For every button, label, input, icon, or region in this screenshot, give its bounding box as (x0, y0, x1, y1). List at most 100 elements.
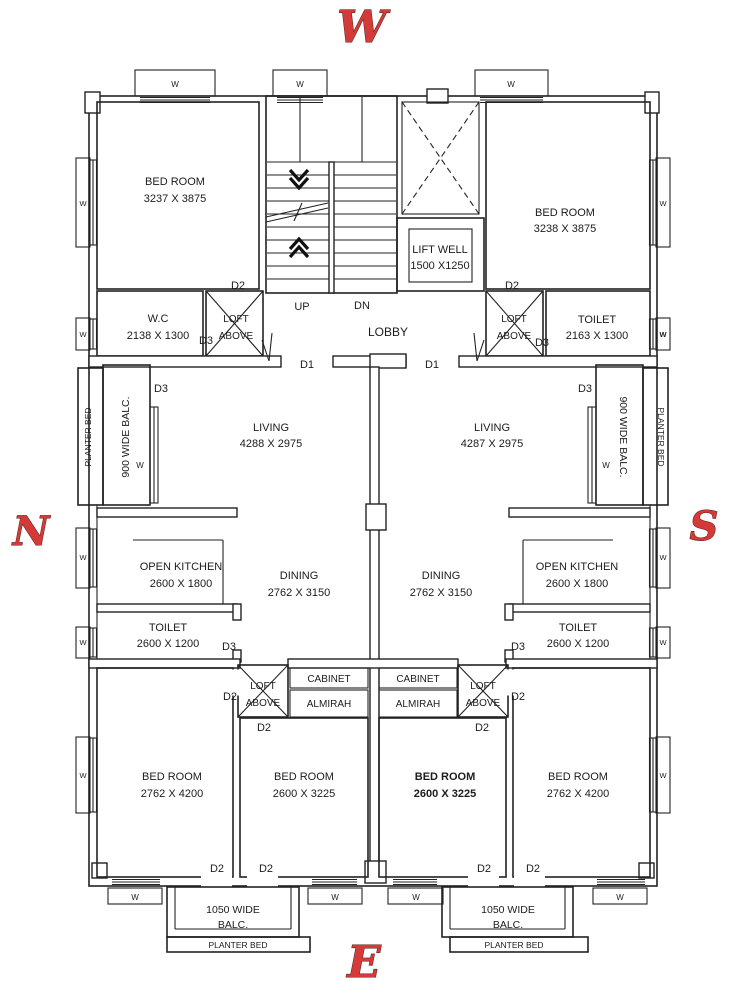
lobby-south-wall (88, 332, 658, 369)
balcony-label: 900 WIDE BALC. (120, 396, 132, 477)
window-label: W (79, 553, 87, 562)
window-label: W (79, 199, 87, 208)
planter-label: PLANTER BED (208, 940, 267, 950)
loft-label: ABOVE (497, 331, 532, 342)
room-dims: 2163 X 1300 (566, 330, 628, 342)
balcony-planter-labels: PLANTER BED 900 WIDE BALC. PLANTER BED 9… (83, 396, 666, 950)
planter-label: PLANTER BED (656, 407, 666, 466)
door-labels: D2 D2 D3 D3 D1 D1 D3 D3 D3 D3 D2 D2 D2 D… (154, 280, 592, 875)
room-dims: 1500 X1250 (410, 260, 469, 272)
loft-label: ABOVE (219, 331, 254, 342)
cabinet-right-outline (378, 667, 458, 689)
spine-column-mid (365, 503, 387, 531)
storage-units (237, 664, 509, 718)
planter-label: PLANTER BED (83, 407, 93, 466)
compass-south: S (690, 503, 719, 550)
window-label: W (331, 893, 339, 902)
side-balconies (77, 364, 669, 506)
balcony-label: BALC. (493, 919, 523, 931)
door-label-d2: D2 (259, 863, 273, 875)
door-label-d2: D2 (505, 280, 519, 292)
cabinet-label: CABINET (307, 674, 350, 685)
stair-down-arrow-icon (288, 168, 310, 183)
door-label-d2: D2 (475, 722, 489, 734)
stair-down-arrow-icon (288, 176, 310, 191)
room-dims: 2600 X 1200 (547, 638, 609, 650)
room-dims: 2600 X 3225 (414, 788, 476, 800)
planter-bottom-right-outline (449, 936, 589, 953)
door-label-d3: D3 (511, 641, 525, 653)
almirah-label: ALMIRAH (396, 699, 440, 710)
pilaster-bottom-right (638, 862, 655, 879)
door-label-d2: D2 (223, 691, 237, 703)
bedroom-bl-inner-outline (239, 717, 369, 878)
window-label: W (659, 771, 667, 780)
balcony-label: 900 WIDE BALC. (617, 396, 629, 477)
planter-bottom-left-outline (166, 936, 311, 953)
window-labels: W W W W W W W W W W W W W W W W W W W (79, 80, 667, 902)
room-dims: 2600 X 3225 (273, 788, 335, 800)
room-name: W.C (148, 313, 169, 325)
door-label-d2: D2 (511, 691, 525, 703)
bedroom-top-right-outline (485, 101, 651, 290)
balcony-label: 1050 WIDE (206, 904, 260, 916)
compass-west: W (337, 2, 391, 53)
room-name: DINING (422, 570, 461, 582)
room-name: DINING (280, 570, 319, 582)
door-label-d1: D1 (425, 359, 439, 371)
lift-well-outline (396, 217, 485, 292)
loft-storage-labels: LOFT ABOVE LOFT ABOVE LOFT ABOVE LOFT AB… (219, 314, 532, 710)
window-label: W (131, 893, 139, 902)
room-dims: 3238 X 3875 (534, 223, 596, 235)
room-name: LIVING (474, 422, 510, 434)
door-openings (201, 669, 545, 887)
window-label: W (79, 638, 87, 647)
lift-shaft-outline (401, 101, 480, 215)
pilaster-bottom-left (91, 862, 108, 879)
window-label: W (602, 461, 610, 470)
mid-band-wall (88, 658, 658, 669)
room-name: BED ROOM (274, 771, 334, 783)
stair-railing (328, 161, 335, 294)
window-label: W (507, 80, 515, 89)
door-label-d3: D3 (199, 335, 213, 347)
door-label-d3: D3 (222, 641, 236, 653)
almirah-left-outline (289, 689, 369, 718)
room-dims: 2600 X 1800 (546, 578, 608, 590)
room-dims: 2762 X 3150 (268, 587, 330, 599)
window-label: W (412, 893, 420, 902)
room-name: LIVING (253, 422, 289, 434)
window-label: W (659, 199, 667, 208)
room-name: BED ROOM (535, 207, 595, 219)
window-label: W (79, 771, 87, 780)
room-name: BED ROOM (145, 176, 205, 188)
door-label-d2: D2 (477, 863, 491, 875)
bedroom-br-inner-outline (378, 717, 507, 878)
stairs-dn-label: DN (354, 300, 370, 312)
pilaster-top-center (426, 88, 449, 104)
lift-shaft-cross (401, 101, 480, 215)
window-label: W (171, 80, 179, 89)
door-label-d3: D3 (154, 383, 168, 395)
room-name: TOILET (559, 622, 598, 634)
stairs-up-label: UP (294, 301, 309, 313)
door-label-d2: D2 (526, 863, 540, 875)
stair-up-arrow-icon (288, 244, 310, 259)
cabinet-left-outline (289, 667, 369, 689)
stair-details (265, 97, 396, 294)
room-dims: 2762 X 3150 (410, 587, 472, 599)
door-leaf (473, 332, 478, 362)
room-labels: BED ROOM 3237 X 3875 BED ROOM 3238 X 387… (127, 176, 628, 800)
door-leaf (268, 332, 273, 362)
lobby-label: LOBBY (368, 325, 408, 339)
compass-labels: W N S E (10, 2, 719, 981)
almirah-label: ALMIRAH (307, 699, 351, 710)
lift-shaft-cross (401, 101, 480, 215)
door-label-d1: D1 (300, 359, 314, 371)
planter-label: PLANTER BED (484, 940, 543, 950)
compass-north: N (11, 508, 51, 555)
door-label-d2: D2 (231, 280, 245, 292)
balcony-label: BALC. (218, 919, 248, 931)
windows (75, 69, 671, 905)
